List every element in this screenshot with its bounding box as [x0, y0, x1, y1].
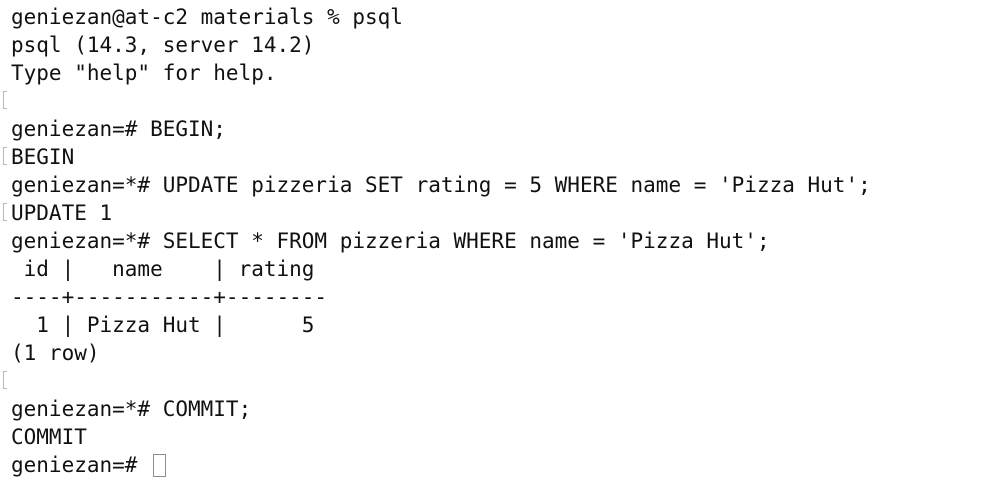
- prompt-line[interactable]: geniezan=#: [11, 451, 986, 479]
- terminal-line: UPDATE 1: [3, 199, 986, 227]
- terminal-line-text: geniezan=*# COMMIT;: [11, 397, 252, 421]
- terminal-line: [3, 87, 986, 115]
- terminal-line: [3, 367, 986, 395]
- terminal-line-text: geniezan=*# SELECT * FROM pizzeria WHERE…: [11, 229, 770, 253]
- terminal-line: ----+-----------+--------: [11, 283, 986, 311]
- terminal-line-text: BEGIN: [11, 145, 75, 169]
- terminal-line: geniezan=# BEGIN;: [11, 115, 986, 143]
- terminal-line-text: ----+-----------+--------: [11, 285, 328, 309]
- terminal-line-text: geniezan=# BEGIN;: [11, 117, 226, 141]
- terminal-line: BEGIN: [3, 143, 986, 171]
- terminal-line: (1 row): [11, 339, 986, 367]
- line-mark: [3, 371, 7, 389]
- terminal-line: geniezan=*# COMMIT;: [11, 395, 986, 423]
- terminal-line-text: id | name | rating: [11, 257, 315, 281]
- terminal-line-text: UPDATE 1: [11, 201, 113, 225]
- terminal-line-text: psql (14.3, server 14.2): [11, 33, 315, 57]
- terminal-line-text: 1 | Pizza Hut | 5: [11, 313, 315, 337]
- terminal-line-text: geniezan=*# UPDATE pizzeria SET rating =…: [11, 173, 871, 197]
- terminal-line: psql (14.3, server 14.2): [11, 31, 986, 59]
- terminal-line-text: Type "help" for help.: [11, 61, 277, 85]
- terminal-line: geniezan=*# UPDATE pizzeria SET rating =…: [11, 171, 986, 199]
- line-mark: [3, 203, 7, 221]
- line-mark: [3, 147, 7, 165]
- terminal-line-text: COMMIT: [11, 425, 87, 449]
- terminal-line-text: geniezan@at-c2 materials % psql: [11, 5, 403, 29]
- prompt-text: geniezan=#: [11, 453, 151, 477]
- terminal-line: id | name | rating: [11, 255, 986, 283]
- terminal-line: 1 | Pizza Hut | 5: [11, 311, 986, 339]
- text-cursor[interactable]: [153, 454, 167, 477]
- line-mark: [3, 91, 7, 109]
- terminal-line: COMMIT: [11, 423, 986, 451]
- terminal-line: geniezan=*# SELECT * FROM pizzeria WHERE…: [11, 227, 986, 255]
- terminal-line: Type "help" for help.: [11, 59, 986, 87]
- terminal-line: geniezan@at-c2 materials % psql: [11, 3, 986, 31]
- terminal-line-text: (1 row): [11, 341, 100, 365]
